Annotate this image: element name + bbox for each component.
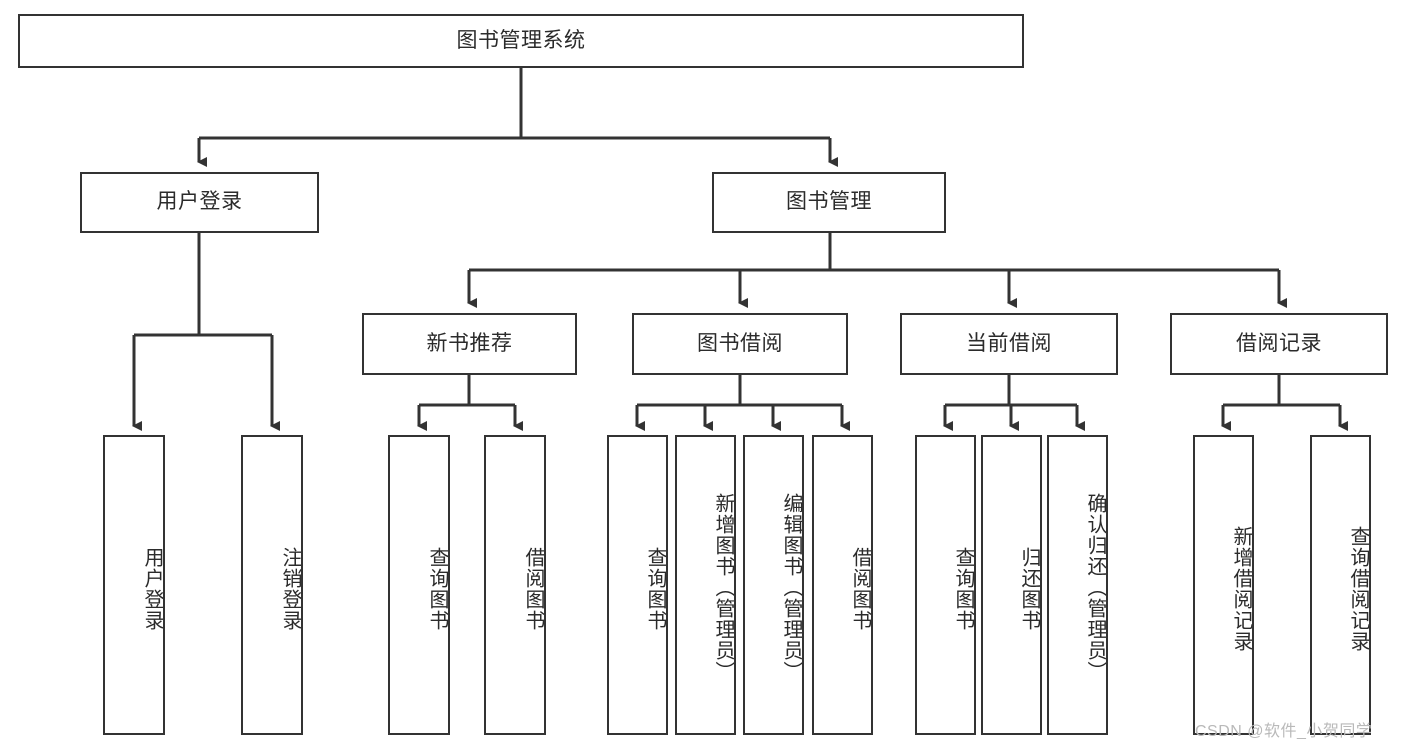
node-user-login[interactable]: 用户登录 xyxy=(80,172,319,233)
node-current-borrow-label: 当前借阅 xyxy=(966,331,1052,355)
leaf-user-login-label: 用户登录 xyxy=(141,547,163,631)
leaf-return-book-label: 归还图书 xyxy=(1018,547,1040,631)
leaf-add-borrow-record[interactable]: 新增借阅记录 xyxy=(1193,435,1254,735)
leaf-return-book[interactable]: 归还图书 xyxy=(981,435,1042,735)
leaf-add-book-admin[interactable]: 新增图书（管理员） xyxy=(675,435,736,735)
node-new-book-recommend-label: 新书推荐 xyxy=(426,331,513,355)
node-book-management[interactable]: 图书管理 xyxy=(712,172,946,233)
node-book-management-label: 图书管理 xyxy=(786,190,872,214)
leaf-add-book-admin-label: 新增图书（管理员） xyxy=(712,492,734,682)
node-borrow-record[interactable]: 借阅记录 xyxy=(1170,313,1388,375)
leaf-logout-login[interactable]: 注销登录 xyxy=(241,435,303,735)
node-user-login-label: 用户登录 xyxy=(156,190,243,214)
leaf-borrow-book[interactable]: 借阅图书 xyxy=(812,435,873,735)
node-new-book-recommend[interactable]: 新书推荐 xyxy=(362,313,577,375)
node-book-borrow[interactable]: 图书借阅 xyxy=(632,313,848,375)
node-current-borrow[interactable]: 当前借阅 xyxy=(900,313,1118,375)
leaf-query-book-current[interactable]: 查询图书 xyxy=(915,435,976,735)
node-root-system[interactable]: 图书管理系统 xyxy=(18,14,1024,68)
leaf-edit-book-admin-label: 编辑图书（管理员） xyxy=(780,492,802,682)
leaf-borrow-book-recommend-label: 借阅图书 xyxy=(522,547,544,631)
leaf-query-borrow-record-label: 查询借阅记录 xyxy=(1347,526,1369,652)
leaf-edit-book-admin[interactable]: 编辑图书（管理员） xyxy=(743,435,804,735)
leaf-query-book-recommend[interactable]: 查询图书 xyxy=(388,435,450,735)
leaf-user-login[interactable]: 用户登录 xyxy=(103,435,165,735)
leaf-borrow-book-recommend[interactable]: 借阅图书 xyxy=(484,435,546,735)
leaf-query-book-current-label: 查询图书 xyxy=(952,547,974,631)
leaf-query-book-borrow-label: 查询图书 xyxy=(644,547,666,631)
node-book-borrow-label: 图书借阅 xyxy=(697,331,783,355)
node-root-label: 图书管理系统 xyxy=(456,28,586,52)
leaf-confirm-return-admin[interactable]: 确认归还（管理员） xyxy=(1047,435,1108,735)
leaf-logout-login-label: 注销登录 xyxy=(279,547,301,631)
leaf-query-borrow-record[interactable]: 查询借阅记录 xyxy=(1310,435,1371,735)
leaf-confirm-return-admin-label: 确认归还（管理员） xyxy=(1084,492,1106,682)
node-borrow-record-label: 借阅记录 xyxy=(1236,331,1322,355)
leaf-add-borrow-record-label: 新增借阅记录 xyxy=(1230,526,1252,652)
leaf-query-book-recommend-label: 查询图书 xyxy=(426,547,448,631)
leaf-borrow-book-label: 借阅图书 xyxy=(849,547,871,631)
leaf-query-book-borrow[interactable]: 查询图书 xyxy=(607,435,668,735)
